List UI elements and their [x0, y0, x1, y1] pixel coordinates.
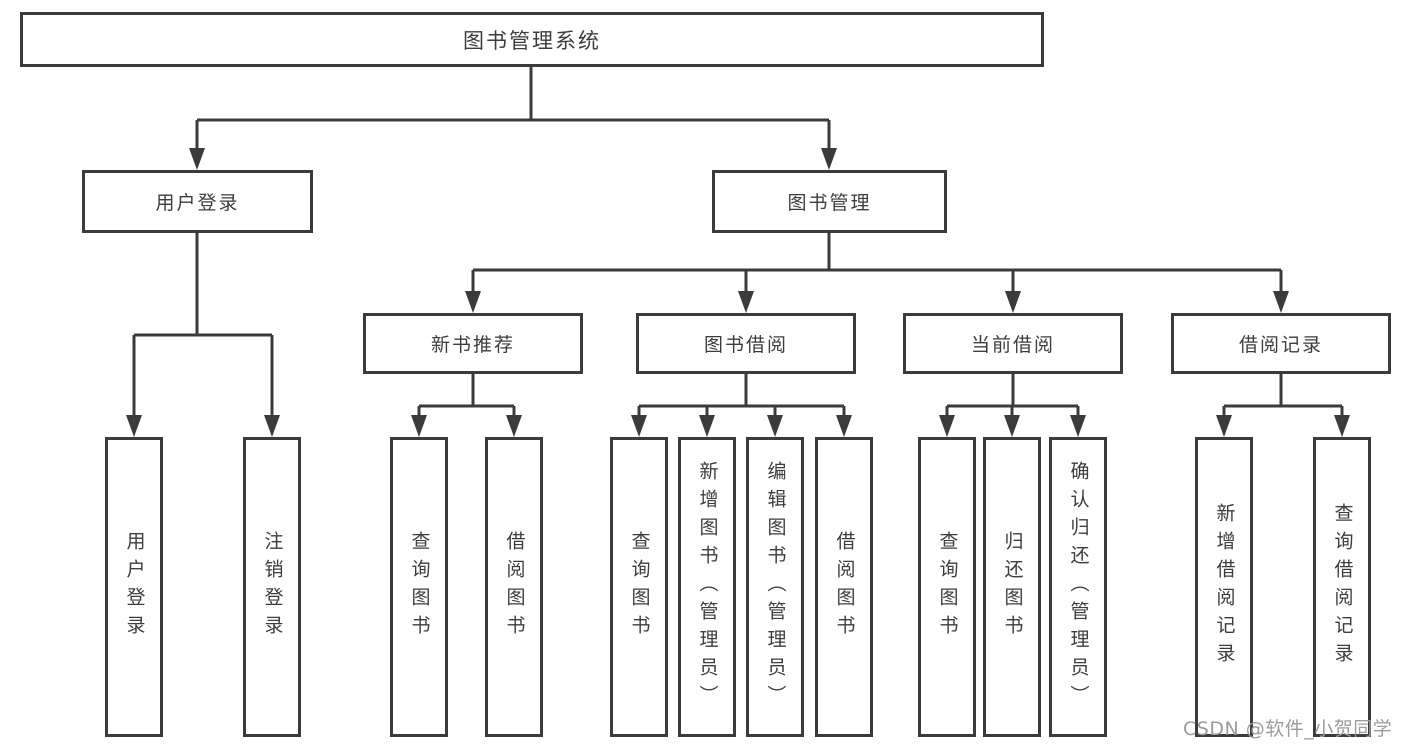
- arrowheads-current: [939, 415, 1086, 437]
- node-borrowing-records: 借阅记录: [1171, 313, 1391, 374]
- node-leaf-borrow-books-1: 借阅图书: [485, 437, 543, 737]
- node-leaf-borrow-books-2: 借阅图书: [815, 437, 873, 737]
- arrow-down-icon: [836, 415, 852, 437]
- arrow-down-icon: [411, 415, 427, 437]
- connector-userlogin-to-leaves: [132, 233, 274, 417]
- arrow-down-icon: [1273, 291, 1289, 313]
- node-leaf-user-login: 用户登录: [105, 437, 163, 737]
- arrowheads-userlogin: [126, 415, 280, 437]
- node-label: 注销登录: [261, 531, 284, 643]
- node-new-book-recommend: 新书推荐: [363, 313, 583, 374]
- arrow-down-icon: [821, 148, 837, 170]
- node-label: 借阅图书: [833, 531, 856, 643]
- connector-borrowing-to-leaves: [637, 374, 846, 417]
- node-label: 归还图书: [1001, 531, 1024, 643]
- node-leaf-query-borrow-record: 查询借阅记录: [1313, 437, 1371, 737]
- node-leaf-logout: 注销登录: [243, 437, 301, 737]
- node-label: 图书管理系统: [463, 28, 601, 53]
- node-current-borrowing: 当前借阅: [903, 313, 1123, 374]
- node-label: 编辑图书（管理员）: [764, 461, 787, 713]
- node-label: 查询图书: [408, 531, 431, 643]
- arrow-down-icon: [264, 415, 280, 437]
- arrow-down-icon: [506, 415, 522, 437]
- node-label: 借阅记录: [1238, 334, 1323, 356]
- arrow-down-icon: [631, 415, 647, 437]
- node-label: 新增借阅记录: [1213, 503, 1236, 671]
- node-label: 查询借阅记录: [1331, 503, 1354, 671]
- arrowheads-borrowing: [631, 415, 852, 437]
- arrow-down-icon: [767, 415, 783, 437]
- node-label: 确认归还（管理员）: [1067, 461, 1090, 713]
- node-label: 用户登录: [155, 192, 240, 214]
- arrowheads-level3: [465, 291, 1289, 313]
- arrow-down-icon: [1216, 415, 1232, 437]
- node-label: 用户登录: [123, 531, 146, 643]
- node-leaf-query-books-3: 查询图书: [918, 437, 976, 737]
- connector-current-to-leaves: [945, 374, 1080, 417]
- node-book-borrowing: 图书借阅: [636, 313, 856, 374]
- arrow-down-icon: [699, 415, 715, 437]
- node-label: 借阅图书: [503, 531, 526, 643]
- node-leaf-query-books-1: 查询图书: [390, 437, 448, 737]
- csdn-watermark: CSDN @软件_小贺同学: [1183, 718, 1393, 740]
- node-label: 查询图书: [628, 531, 651, 643]
- node-user-login-branch: 用户登录: [82, 170, 313, 233]
- arrow-down-icon: [1005, 291, 1021, 313]
- node-label: 新增图书（管理员）: [696, 461, 719, 713]
- connector-newbooks-to-leaves: [417, 374, 516, 417]
- node-leaf-add-borrow-record: 新增借阅记录: [1195, 437, 1253, 737]
- arrow-down-icon: [1004, 415, 1020, 437]
- node-leaf-return-books: 归还图书: [983, 437, 1041, 737]
- node-book-management-branch: 图书管理: [712, 170, 947, 233]
- arrow-down-icon: [1334, 415, 1350, 437]
- node-label: 图书借阅: [703, 334, 788, 356]
- node-leaf-edit-books-admin: 编辑图书（管理员）: [746, 437, 804, 737]
- arrow-down-icon: [126, 415, 142, 437]
- arrow-down-icon: [189, 148, 205, 170]
- node-root-system: 图书管理系统: [20, 12, 1044, 67]
- connector-records-to-leaves: [1222, 374, 1344, 417]
- arrowheads-records: [1216, 415, 1350, 437]
- arrow-down-icon: [1070, 415, 1086, 437]
- arrow-down-icon: [939, 415, 955, 437]
- connector-root-to-level2: [195, 67, 831, 150]
- node-label: 当前借阅: [970, 334, 1055, 356]
- node-label: 图书管理: [787, 192, 872, 214]
- arrowheads-newbooks: [411, 415, 522, 437]
- connector-bookmgmt-to-level3: [471, 233, 1283, 293]
- arrowheads-level2: [189, 148, 837, 170]
- node-leaf-query-books-2: 查询图书: [610, 437, 668, 737]
- node-leaf-add-books-admin: 新增图书（管理员）: [678, 437, 736, 737]
- node-label: 查询图书: [936, 531, 959, 643]
- node-label: 新书推荐: [430, 334, 515, 356]
- arrow-down-icon: [465, 291, 481, 313]
- node-leaf-confirm-return-admin: 确认归还（管理员）: [1049, 437, 1107, 737]
- arrow-down-icon: [738, 291, 754, 313]
